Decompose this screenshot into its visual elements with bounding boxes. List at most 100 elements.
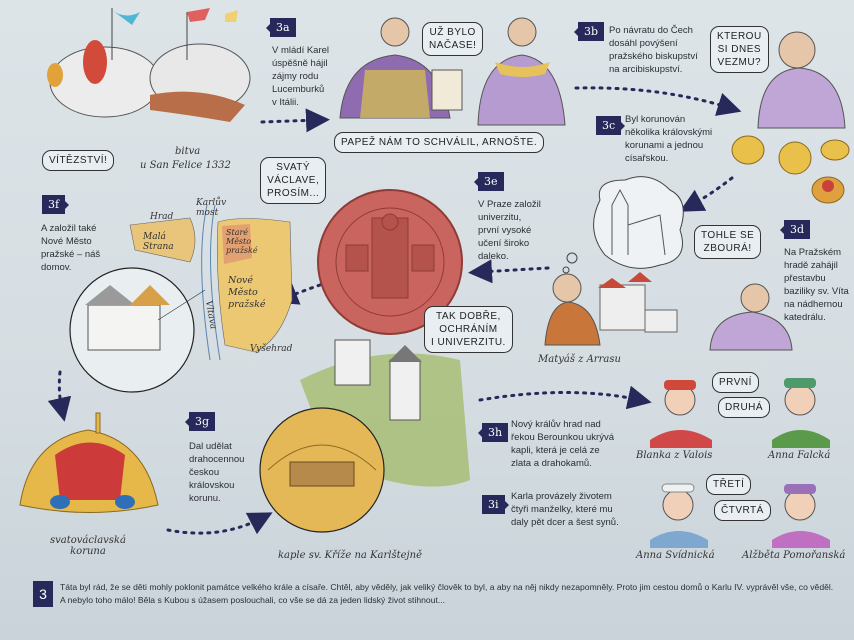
dotted-arrow-3h	[478, 385, 652, 410]
text-line: několika královskými	[625, 127, 713, 138]
map-label-line: pražské	[228, 299, 266, 310]
bubble-university: TAK DOBŘE, OCHRÁNÍM I UNIVERZITU.	[424, 306, 513, 353]
badge-3a: 3a	[266, 18, 296, 37]
caption-chapel: kaple sv. Kříže na Karlštejně	[278, 550, 423, 561]
badge-3e: 3e	[474, 172, 504, 191]
badge-3b: 3b	[573, 22, 605, 41]
text-line: císařskou.	[625, 153, 669, 164]
text-line: Dal udělat	[189, 441, 232, 452]
map-label-line: Nové	[228, 275, 254, 286]
text-line: úspěšně hájil	[272, 58, 328, 69]
caption-wife-3: Anna Svídnická	[636, 550, 715, 561]
architect-and-basilica-illustration	[544, 272, 793, 351]
text-line: A založil také	[41, 223, 97, 234]
bubble-line: OCHRÁNÍM	[439, 324, 498, 335]
text-3b: Po návratu do Čech dosáhl povýšení pražské…	[609, 24, 698, 76]
map-label-line: pražské	[226, 246, 258, 255]
bubble-fourth: ČTVRTÁ	[714, 500, 771, 521]
map-label-line: Malá	[143, 232, 166, 242]
text-line: pražského biskupství	[609, 51, 698, 62]
caption-line: koruna	[70, 546, 106, 557]
text-line: Na Pražském	[784, 247, 842, 258]
map-label-castle: Hrad	[150, 212, 174, 222]
text-line: na arcibiskupství.	[609, 64, 683, 75]
badge-3d: 3d	[779, 220, 811, 239]
knights-battle-illustration	[47, 8, 251, 122]
text-line: V Praze založil	[478, 199, 541, 210]
text-3d: Na Pražském hradě zahájil přestavbu bazilik…	[784, 246, 849, 324]
text-line: Karla provázely životem	[511, 491, 612, 502]
badge-3i: 3i	[482, 495, 508, 514]
bubble-second: DRUHÁ	[718, 397, 771, 418]
text-line: Nový králův hrad nad	[511, 419, 601, 430]
map-label-line: Staré	[226, 228, 249, 237]
caption-battle-2: u San Felice 1332	[140, 160, 231, 171]
text-line: daly pět dcer a šest synů.	[511, 517, 619, 528]
bubble-line: KTEROU	[717, 31, 762, 42]
bubble-victory: VÍTĚZSTVÍ!	[42, 150, 115, 171]
text-line: Lucemburků	[272, 84, 325, 95]
text-line: kapli, která je celá ze	[511, 445, 600, 456]
map-label-line: Strana	[143, 242, 174, 252]
text-line: přestavbu	[784, 273, 826, 284]
text-line: katedrálu.	[784, 312, 826, 323]
text-line: V mládí Karel	[272, 45, 330, 56]
dotted-arrow-3g	[166, 512, 273, 535]
text-line: v Itálii.	[272, 97, 299, 108]
text-line: na nádhernou	[784, 299, 843, 310]
text-line: učení široko	[478, 238, 530, 249]
text-line: hradě zahájil	[784, 260, 838, 271]
bubble-line: TAK DOBŘE,	[436, 311, 501, 322]
karlstejn-castle-illustration	[259, 339, 470, 533]
crowns-illustration	[731, 31, 850, 204]
university-seal	[317, 189, 463, 335]
badge-3g: 3g	[184, 412, 216, 431]
badge-3h: 3h	[477, 423, 509, 442]
text-line: první vysoké	[478, 225, 532, 236]
bubble-line: PROSÍM...	[267, 188, 320, 199]
map-label-line: Karlův	[196, 198, 227, 208]
text-line: Po návratu do Čech	[609, 25, 693, 36]
text-line: domov.	[41, 262, 72, 273]
text-line: daleko.	[478, 251, 509, 262]
bubble-line: SI DNES	[717, 44, 762, 55]
map-label-line: Město	[226, 237, 252, 246]
st-wenceslas-crown-illustration	[19, 412, 159, 513]
text-line: řekou Berounkou ukrývá	[511, 432, 614, 443]
text-line: baziliky sv. Víta	[784, 286, 849, 297]
text-line: zájmy rodu	[272, 71, 319, 82]
text-line: dosáhl povýšení	[609, 38, 678, 49]
text-line: korunami a jednou	[625, 140, 704, 151]
footer-text: Táta byl rád, že se děti mohly poklonit …	[60, 582, 834, 605]
charles-and-archbishop-illustration	[339, 17, 566, 126]
text-line: univerzitu,	[478, 212, 522, 223]
caption-line: svatováclavská	[50, 535, 126, 546]
caption-wife-2: Anna Falcká	[768, 450, 831, 461]
caption-architect: Matyáš z Arrasu	[538, 354, 621, 365]
badge-3c: 3c	[596, 116, 626, 135]
bubble-line: VÁCLAVE,	[267, 175, 320, 186]
text-3h: Nový králův hrad nad řekou Berounkou ukrý…	[511, 418, 614, 470]
bubble-line: UŽ BYLO	[429, 27, 476, 38]
footer-chapter-badge: 3	[33, 581, 53, 607]
cathedral-thought-illustration	[562, 176, 684, 274]
dotted-arrow-3b	[574, 86, 742, 116]
dotted-arrow-3f-down	[47, 370, 72, 422]
caption-wife-1: Blanka z Valois	[636, 450, 713, 461]
bubble-line: I UNIVERZITU.	[431, 337, 506, 348]
dotted-arrow-3e	[468, 259, 550, 284]
